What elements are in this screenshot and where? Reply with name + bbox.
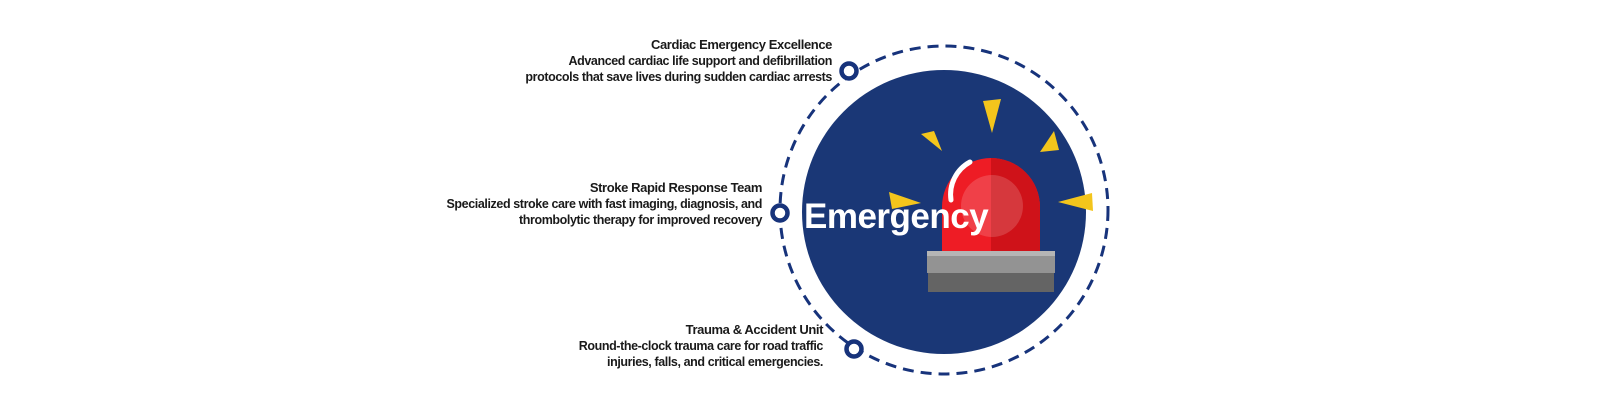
- ray-left-icon: [889, 192, 921, 209]
- node-marker-trauma: [844, 339, 864, 359]
- callout-stroke-line1: Specialized stroke care with fast imagin…: [446, 197, 763, 211]
- center-title: Emergency: [804, 197, 989, 236]
- node-marker-cardiac: [839, 61, 859, 81]
- dashed-orbit-ring: [778, 44, 1110, 376]
- callout-stroke: Stroke Rapid Response Team Specialized s…: [362, 180, 763, 228]
- siren-base: [927, 251, 1055, 273]
- siren-base-edge: [927, 251, 1055, 256]
- callout-trauma-title: Trauma & Accident Unit: [685, 322, 824, 337]
- siren-lens: [961, 175, 1023, 237]
- callout-cardiac-title: Cardiac Emergency Excellence: [650, 37, 832, 52]
- ray-top-icon: [983, 99, 1001, 133]
- callout-stroke-line2: thrombolytic therapy for improved recove…: [519, 213, 762, 227]
- ray-upper-left-icon: [921, 131, 942, 151]
- node-marker-stroke: [770, 203, 790, 223]
- callout-trauma-line2: injuries, falls, and critical emergencie…: [607, 355, 823, 369]
- callout-stroke-title: Stroke Rapid Response Team: [589, 180, 763, 195]
- siren-rays-icon: [889, 99, 1093, 211]
- siren-beacon-icon: [927, 158, 1055, 292]
- callout-cardiac-line1: Advanced cardiac life support and defibr…: [568, 54, 833, 68]
- siren-dome-shade: [991, 158, 1040, 252]
- ray-right-icon: [1058, 193, 1093, 211]
- callout-trauma-line1: Round-the-clock trauma care for road tra…: [578, 339, 824, 353]
- siren-highlight: [948, 159, 973, 203]
- siren-base-bottom: [928, 273, 1054, 292]
- callout-trauma: Trauma & Accident Unit Round-the-clock t…: [423, 322, 824, 370]
- callout-cardiac: Cardiac Emergency Excellence Advanced ca…: [432, 37, 832, 85]
- callout-cardiac-line2: protocols that save lives during sudden …: [525, 70, 832, 84]
- ray-upper-right-icon: [1040, 131, 1059, 152]
